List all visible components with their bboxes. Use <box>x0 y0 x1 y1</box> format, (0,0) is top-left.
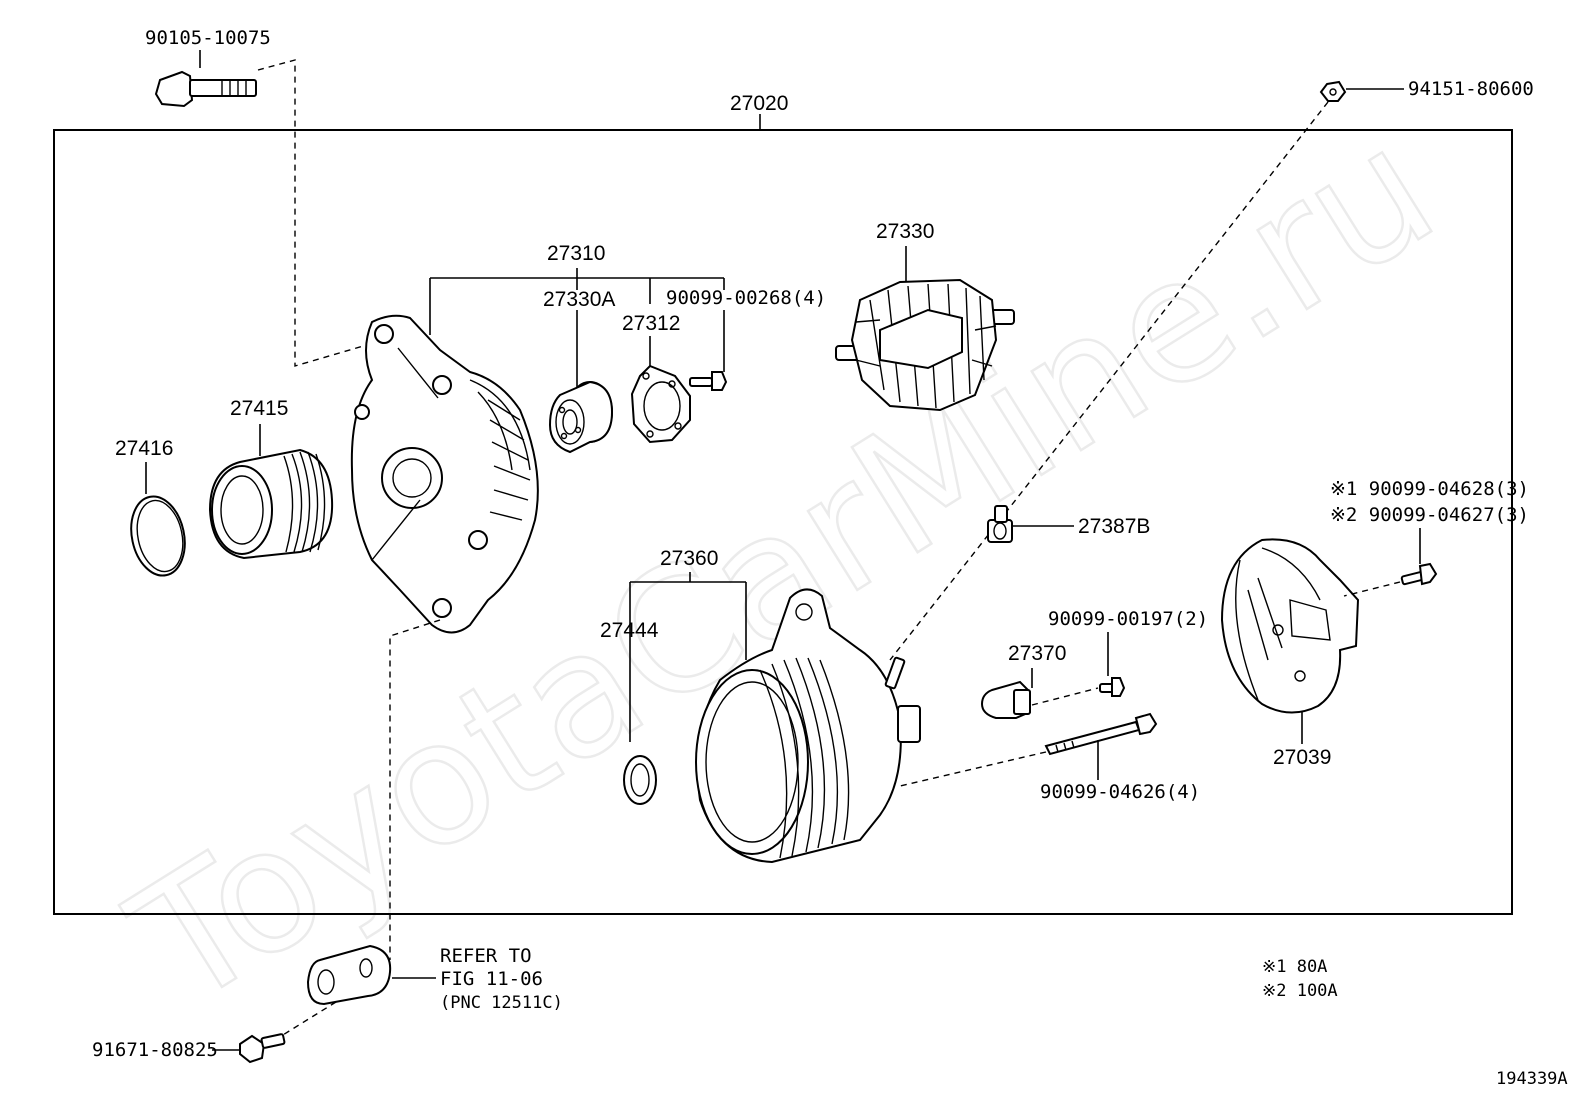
note-2: ※2 100A <box>1262 981 1338 1001</box>
screw-icon[interactable] <box>1099 677 1126 697</box>
label-90105-10075[interactable]: 90105-10075 <box>145 27 271 49</box>
label-90099-00268[interactable]: 90099-00268(4) <box>666 287 826 309</box>
seal-ring-icon[interactable] <box>623 755 657 805</box>
label-27039[interactable]: 27039 <box>1273 746 1331 769</box>
label-91671-80825[interactable]: 91671-80825 <box>92 1039 218 1061</box>
label-27330[interactable]: 27330 <box>876 220 934 243</box>
cap-icon[interactable] <box>124 491 191 580</box>
rotor-icon[interactable] <box>835 278 1015 412</box>
label-27370[interactable]: 27370 <box>1008 642 1066 665</box>
label-90099-00197[interactable]: 90099-00197(2) <box>1048 608 1208 630</box>
label-90099-04626[interactable]: 90099-04626(4) <box>1040 781 1200 803</box>
assembly-frame <box>53 129 1513 915</box>
label-27310[interactable]: 27310 <box>547 242 605 265</box>
refer-line-2: FIG 11-06 <box>440 968 543 990</box>
label-27415[interactable]: 27415 <box>230 397 288 420</box>
note-1: ※1 80A <box>1262 957 1327 977</box>
diagram-id: 194339A <box>1496 1069 1568 1089</box>
bolt-icon[interactable] <box>239 1033 286 1064</box>
regulator-icon[interactable] <box>980 680 1031 719</box>
nut-icon[interactable] <box>1319 80 1347 102</box>
label-27416[interactable]: 27416 <box>115 437 173 460</box>
long-bolt-icon[interactable] <box>1044 712 1158 756</box>
label-27387B[interactable]: 27387B <box>1078 515 1150 538</box>
label-94151-80600[interactable]: 94151-80600 <box>1408 78 1534 100</box>
end-cover-icon[interactable] <box>1220 538 1360 714</box>
bolt-icon[interactable] <box>154 70 257 108</box>
alternator-frame-icon[interactable] <box>350 314 539 634</box>
pulley-icon[interactable] <box>208 448 334 560</box>
insulator-icon[interactable] <box>987 505 1013 543</box>
label-27330A[interactable]: 27330A <box>543 288 615 311</box>
refer-line-3: (PNC 12511C) <box>440 993 563 1013</box>
screw-icon[interactable] <box>689 371 728 391</box>
bracket-collar-icon[interactable] <box>306 944 392 1006</box>
stator-housing-icon[interactable] <box>695 588 921 864</box>
label-90099-04627[interactable]: ※2 90099-04627(3) <box>1330 504 1529 526</box>
bearing-icon[interactable] <box>548 380 614 454</box>
label-27360[interactable]: 27360 <box>660 547 718 570</box>
label-90099-04628[interactable]: ※1 90099-04628(3) <box>1330 478 1529 500</box>
screw-icon[interactable] <box>1400 562 1438 586</box>
refer-line-1: REFER TO <box>440 945 532 967</box>
retainer-icon[interactable] <box>630 364 691 444</box>
label-27444[interactable]: 27444 <box>600 619 659 642</box>
label-27020[interactable]: 27020 <box>730 92 788 115</box>
label-27312[interactable]: 27312 <box>622 312 680 335</box>
